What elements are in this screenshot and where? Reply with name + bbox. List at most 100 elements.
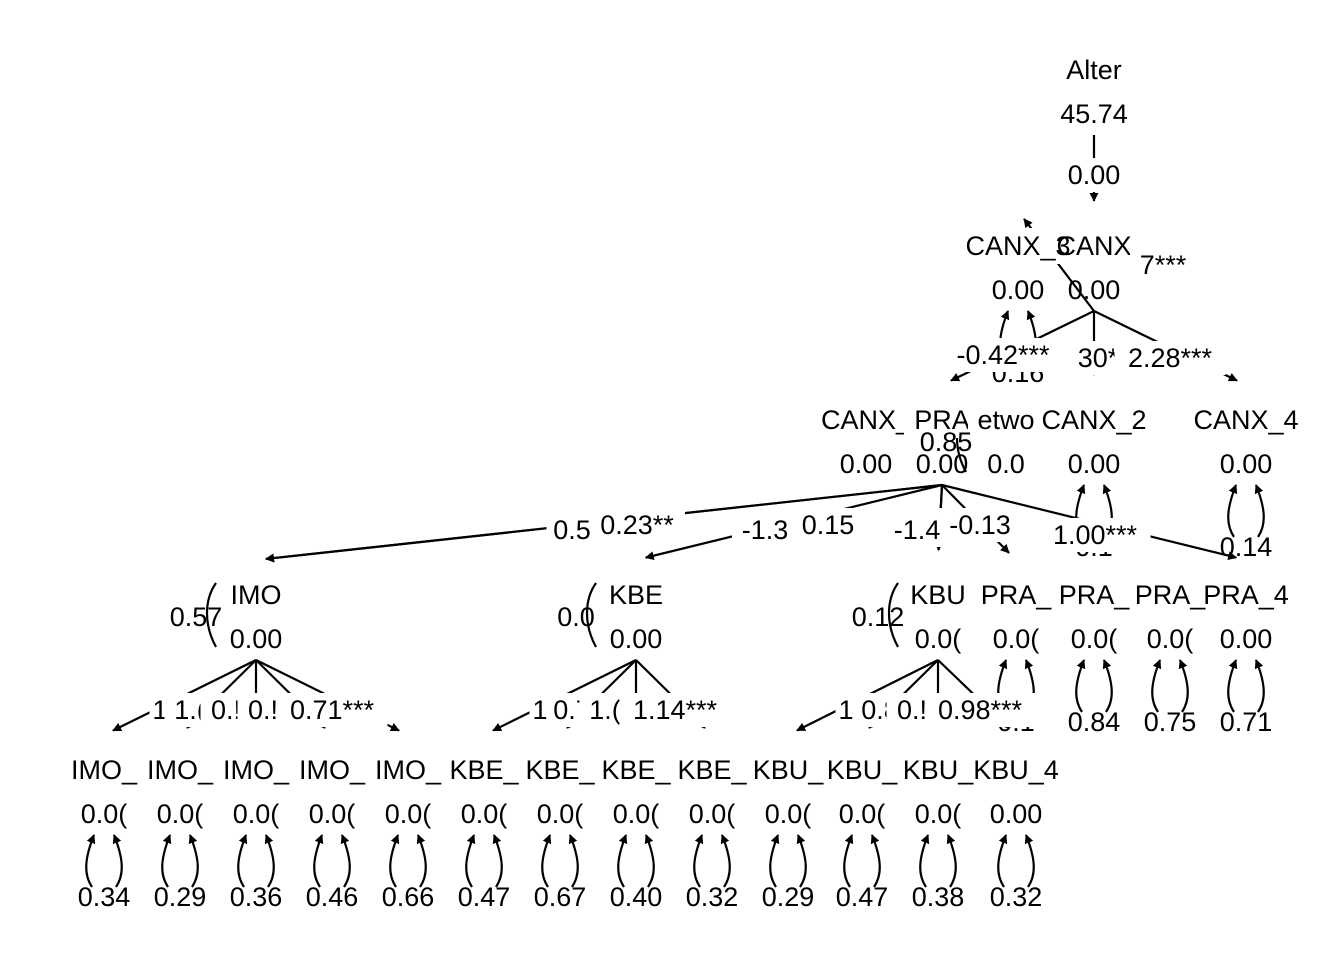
path-label-text: 0.98*** (938, 695, 1023, 725)
node-bg (900, 577, 976, 613)
path-label-24: 0.98*** (924, 693, 1036, 727)
node-label: PRA_ (1135, 580, 1207, 610)
variance-value: 0.40 (610, 882, 663, 912)
path-label-text: 1.( (589, 695, 621, 725)
node-canx1: CANX_0.00 (821, 402, 912, 479)
node-intercept: 0.00 (990, 799, 1043, 829)
node-label: IMO_ (71, 755, 138, 785)
node-imo3: IMO_0.0(0.36 (218, 752, 294, 912)
node-kbe1: KBE_0.0(0.47 (446, 752, 522, 912)
node-intercept: 0.0( (385, 799, 432, 829)
node-intercept: 0.00 (840, 449, 893, 479)
node-label: KBU_ (753, 755, 825, 785)
path-label-20: 1.14*** (619, 693, 731, 727)
node-bg (218, 752, 294, 788)
node-intercept: 0.0( (993, 624, 1040, 654)
path-label-bg (619, 693, 731, 727)
node-intercept: 45.74 (1060, 99, 1128, 129)
variance-loop (313, 834, 351, 888)
path-label-text: 30* (1078, 343, 1119, 373)
path-label-bg (940, 338, 1066, 372)
node-bg (978, 577, 1054, 613)
variance-loop (1075, 659, 1113, 713)
node-intercept: 0.0( (537, 799, 584, 829)
node-intercept: 0.0( (613, 799, 660, 829)
node-label: KBE_ (525, 755, 595, 785)
path-label-4: 7*** (1130, 248, 1196, 282)
path-label-bg (1061, 158, 1127, 192)
variance-value: 0.12 (852, 602, 905, 632)
variance-loop (888, 582, 899, 648)
variance-loop (237, 834, 275, 888)
node-label: etwo (977, 405, 1034, 435)
path-label-text: 1.14*** (633, 695, 718, 725)
node-label: KBE (609, 580, 663, 610)
node-kbe2: KBE_ 0.0( 0.67 (522, 752, 598, 912)
node-intercept: 0.0( (839, 799, 886, 829)
path-label-16: 0.71*** (276, 693, 388, 727)
node-intercept: 0.0 (987, 449, 1025, 479)
path-label-bg (939, 508, 1021, 542)
node-bg (598, 752, 674, 788)
node-label: PRA_4 (1203, 580, 1289, 610)
node-bg (828, 402, 904, 438)
node-intercept: 0.00 (1220, 624, 1273, 654)
node-label: IMO (231, 580, 282, 610)
node-label: KBU_4 (973, 755, 1059, 785)
node-intercept: 0.0( (157, 799, 204, 829)
path-label-10: -0.13 (939, 508, 1021, 542)
variance-loop (693, 834, 731, 888)
node-imo1: IMO_0.0(0.34 (66, 752, 142, 912)
node-pra4: PRA_4 0.00 0.71 (1203, 577, 1289, 737)
path-label-bg (589, 508, 685, 542)
variance-value: 0.71 (1220, 707, 1273, 737)
node-bg (980, 228, 1056, 264)
path-label-3: 2.28*** (1114, 341, 1226, 375)
path-label-text: 0.15 (802, 510, 855, 540)
node-bg (1056, 52, 1132, 88)
path-label-text: 0.71*** (290, 695, 375, 725)
node-pra2: PRA_0.0(0.84 (1056, 577, 1132, 737)
variance-loop (1227, 484, 1265, 538)
node-pra1: PRA_0.0(0.1 (978, 577, 1054, 737)
path-label-text: 1 (152, 695, 167, 725)
path-label-bg (1039, 518, 1151, 552)
path-label-1: -0.42*** (940, 338, 1066, 372)
node-intercept: 0.0( (915, 799, 962, 829)
node-intercept: 0.00 (1068, 449, 1121, 479)
variance-value: 0.75 (1144, 707, 1197, 737)
path-label-text: 1 (532, 695, 547, 725)
variance-value: 0.29 (154, 882, 207, 912)
node-intercept: 0.0( (1147, 624, 1194, 654)
node-bg (824, 752, 900, 788)
node-kbe4: KBE_0.0(0.32 (674, 752, 750, 912)
variance-value: 0.14 (1220, 532, 1273, 562)
node-label: PRA_ (1059, 580, 1131, 610)
node-bg (900, 752, 976, 788)
node-intercept: 0.00 (1220, 449, 1273, 479)
variance-loop (1227, 659, 1265, 713)
node-intercept: 0.00 (992, 275, 1045, 305)
path-label-bg (276, 693, 388, 727)
node-kbu2: KBU_0.0(0.47 (824, 752, 900, 912)
node-intercept: 0.0( (765, 799, 812, 829)
path-label-text: 0.! (248, 695, 278, 725)
path-label-11: 1.00*** (1039, 518, 1151, 552)
path-label-bg (924, 693, 1036, 727)
node-bg (598, 577, 674, 613)
variance-value: 0.32 (686, 882, 739, 912)
variance-value: 0.67 (534, 882, 587, 912)
node-bg (978, 752, 1054, 788)
variance-loop (617, 834, 655, 888)
variance-value: 0.38 (912, 882, 965, 912)
path-label-text: 0.! (211, 695, 241, 725)
node-label: PRA_ (981, 580, 1053, 610)
variance-value: 0.0 (557, 602, 595, 632)
node-label: PRA (914, 405, 970, 435)
path-label-6: 0.5 (546, 513, 598, 547)
path-label-bg (1114, 341, 1226, 375)
node-label: KBE_ (601, 755, 671, 785)
node-intercept: 0.0( (81, 799, 128, 829)
variance-value: 0.47 (836, 882, 889, 912)
variance-loop (161, 834, 199, 888)
